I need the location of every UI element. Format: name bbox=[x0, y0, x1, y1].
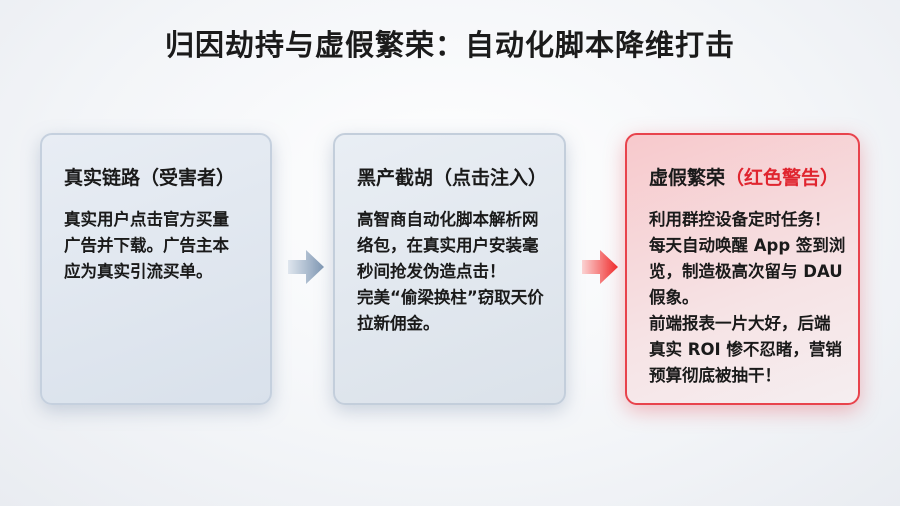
card-real-path: 真实链路（受害者） 真实用户点击官方买量 广告并下载。广告主本 应为真实引流买单… bbox=[40, 133, 272, 405]
card-text-line: 前端报表一片大好，后端 bbox=[649, 314, 831, 333]
card-fake-prosperity: 虚假繁荣（红色警告） 利用群控设备定时任务！ 每天自动唤醒 App 签到浏 览，… bbox=[625, 133, 860, 405]
card-text-line: 览，制造极高次留与 DAU bbox=[649, 262, 843, 281]
card-text-line: 真实 ROI 惨不忍睹，营销 bbox=[649, 340, 842, 359]
card-title: 真实链路（受害者） bbox=[64, 167, 236, 189]
card-text-line: 完美“偷梁换柱”窃取天价 bbox=[357, 288, 544, 307]
card-text-line: 假象。 bbox=[649, 288, 699, 307]
card-text-line: 预算彻底被抽干！ bbox=[649, 366, 781, 385]
card-title-main: 虚假繁荣 bbox=[649, 167, 726, 189]
card-text-line: 络包，在真实用户安装毫 bbox=[357, 236, 539, 255]
slide-title: 归因劫持与虚假繁荣：自动化脚本降维打击 bbox=[164, 28, 735, 62]
card-text-line: 广告并下载。广告主本 bbox=[64, 236, 229, 255]
arrow-right-icon bbox=[288, 250, 324, 284]
card-title-warning: （红色警告） bbox=[725, 167, 840, 189]
arrow-right-icon bbox=[582, 250, 618, 284]
card-title: 黑产截胡（点击注入） bbox=[357, 167, 548, 189]
card-text-line: 每天自动唤醒 App 签到浏 bbox=[649, 236, 846, 255]
card-text-line: 利用群控设备定时任务！ bbox=[649, 210, 831, 229]
card-text-line: 真实用户点击官方买量 bbox=[64, 210, 229, 229]
card-text-line: 高智商自动化脚本解析网 bbox=[357, 210, 539, 229]
card-text-line: 应为真实引流买单。 bbox=[64, 262, 213, 281]
card-title: 虚假繁荣（红色警告） bbox=[649, 163, 840, 190]
card-click-injection: 黑产截胡（点击注入） 高智商自动化脚本解析网 络包，在真实用户安装毫 秒间抢发伪… bbox=[333, 133, 566, 405]
card-text-line: 秒间抢发伪造点击！ bbox=[357, 262, 506, 281]
card-text-line: 拉新佣金。 bbox=[357, 314, 440, 333]
